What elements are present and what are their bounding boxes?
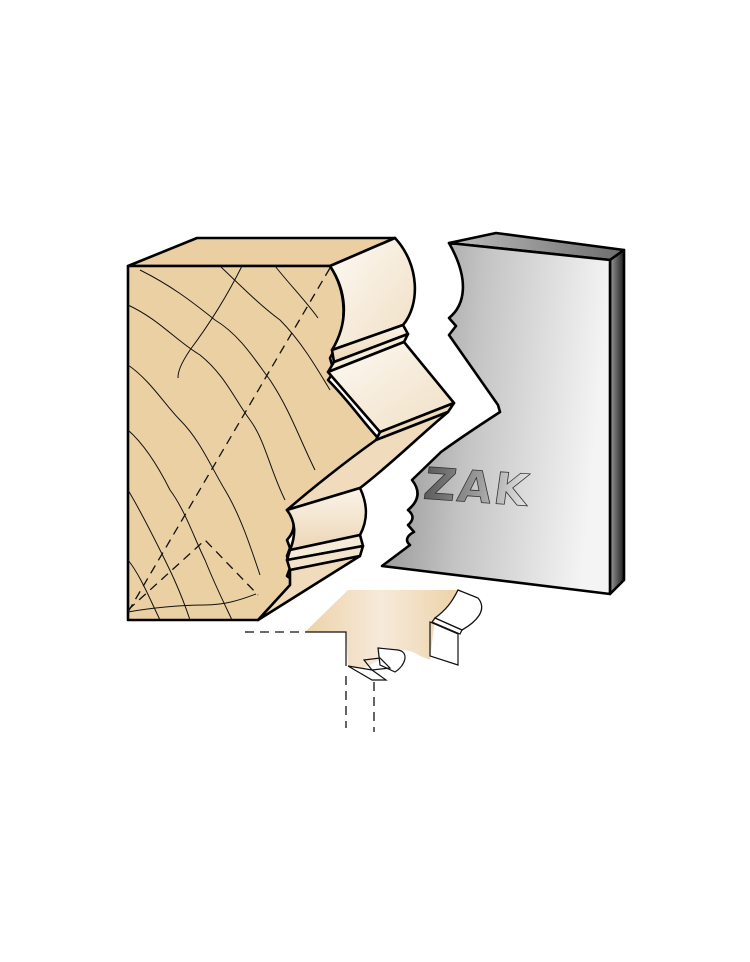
moulding-right-bead xyxy=(431,617,463,635)
cutter-knife: ZAK xyxy=(380,231,626,596)
knife-brand-label: ZAK xyxy=(421,459,534,517)
wood-workpiece xyxy=(126,236,456,622)
workpiece-profile-base xyxy=(256,554,362,622)
moulding-right-fillet xyxy=(429,621,459,666)
finished-moulding xyxy=(245,589,483,732)
moulding-lower-step xyxy=(377,647,406,673)
knife-right-side xyxy=(608,248,626,596)
wood-grain xyxy=(127,265,331,621)
dashed-guide-lower xyxy=(127,539,259,611)
knife-front-face xyxy=(380,241,612,596)
moulding-top-face xyxy=(305,590,458,668)
dashed-guide-upper xyxy=(127,267,331,613)
moulding-lower-bead-2 xyxy=(347,665,388,681)
moulding-lower-bead-1 xyxy=(362,657,392,671)
